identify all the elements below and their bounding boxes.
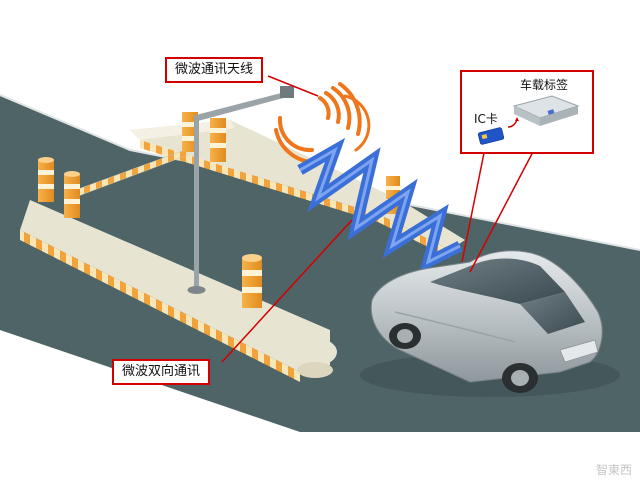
insert-arrow-icon xyxy=(507,117,519,128)
watermark-logo: 智東西 xyxy=(595,463,632,477)
bollard xyxy=(64,171,80,218)
ic-card-label: IC卡 xyxy=(474,112,498,126)
car xyxy=(360,250,620,397)
vehicle-tag-panel: 车载标签 IC卡 xyxy=(460,70,594,154)
bollard xyxy=(210,118,226,162)
vehicle-tag-label: 车载标签 xyxy=(520,78,569,92)
bollard xyxy=(242,254,262,308)
callout-leaders xyxy=(221,75,536,363)
microwave-signal-highlight xyxy=(299,146,461,265)
ic-card-icon xyxy=(477,127,505,145)
two-way-communication-callout: 微波双向通讯 xyxy=(112,359,211,385)
antenna-callout: 微波通讯天线 xyxy=(165,57,264,83)
obu-device-icon xyxy=(512,95,580,126)
road-edge-line xyxy=(0,94,640,251)
bollard xyxy=(38,157,54,202)
antenna-pole xyxy=(187,86,294,294)
